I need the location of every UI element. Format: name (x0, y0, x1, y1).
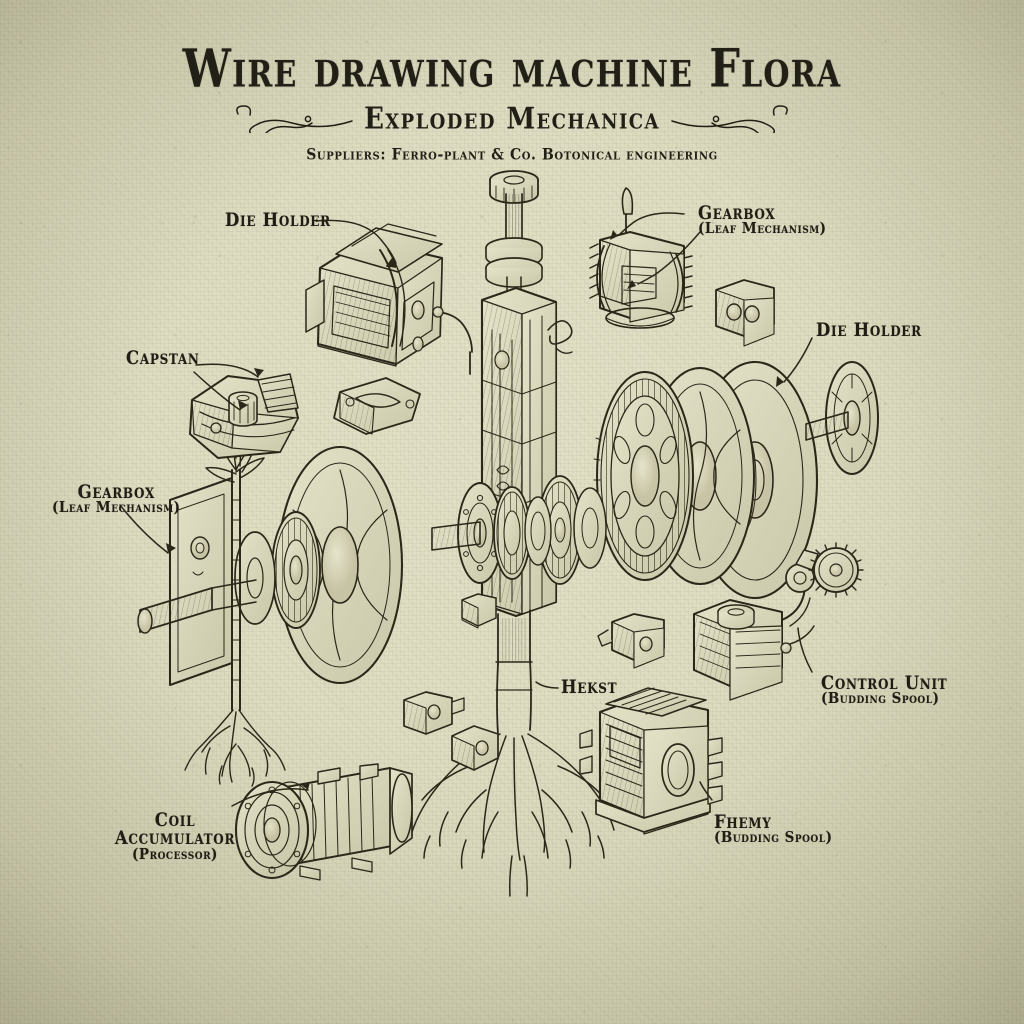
callout-label-line2: (Budding Spool) (714, 829, 833, 847)
callout-label-line1: Gearbox (698, 201, 776, 224)
center-gear-cluster (431, 475, 607, 585)
control-unit-part (693, 542, 864, 701)
callout-die-holder-top: Die Holder (225, 208, 331, 231)
wire-curl (547, 320, 573, 355)
tiny-bracket (461, 593, 497, 629)
callout-fhemy: Fhemy (Budding Spool) (714, 810, 833, 847)
left-roots (184, 709, 286, 787)
capstan-part (189, 373, 299, 459)
callout-die-holder-right: Die Holder (816, 318, 922, 341)
callout-label-line3: (Processor) (132, 845, 218, 864)
small-connector-block (597, 613, 665, 669)
callout-label-line1: Die Holder (816, 318, 922, 341)
die-holder-block-top (305, 223, 473, 375)
callout-label-line1: Coil (154, 808, 196, 831)
callout-hekst: Hekst (561, 675, 618, 698)
flourish-right-icon (671, 105, 788, 133)
callout-coil-accumulator: Coil Accumulator (Processor) (80, 808, 270, 864)
callout-label-line1: Fhemy (714, 810, 772, 833)
callout-label-line1: Capstan (126, 346, 200, 369)
callout-leaders (119, 212, 813, 807)
page-title: Wire drawing machine Flora (182, 39, 842, 101)
callout-gearbox-left: Gearbox (Leaf Mechanism) (52, 480, 181, 517)
gearbox-leaf-top (589, 187, 693, 329)
page-subtitle: Exploded Mechanica (364, 101, 660, 137)
fhemy-cage-part (579, 687, 723, 835)
title-block: Wire drawing machine Flora Exploded Mech… (0, 39, 1024, 164)
small-clamp-parts (403, 691, 499, 771)
callout-label-line1: Hekst (561, 675, 618, 698)
callout-label-line2: (Leaf Mechanism) (52, 499, 181, 517)
callout-control-unit: Control Unit (Budding Spool) (821, 671, 948, 708)
twin-hole-block (715, 279, 775, 347)
callout-label-line2: (Budding Spool) (821, 690, 940, 708)
callout-gearbox-top: Gearbox (Leaf Mechanism) (698, 201, 827, 238)
suppliers-line: Suppliers: Ferro-plant & Co. Botonical e… (306, 146, 718, 164)
subtitle-row: Exploded Mechanica (0, 101, 1024, 137)
callout-label-line2: Accumulator (114, 827, 236, 849)
callout-capstan: Capstan (126, 346, 200, 369)
callout-label-line1: Die Holder (225, 208, 331, 231)
callout-label-line1: Gearbox (77, 480, 155, 503)
left-wheel-assembly (137, 427, 404, 787)
callout-label-line2: (Leaf Mechanism) (698, 220, 827, 238)
coil-accumulator-part (234, 763, 413, 881)
flourish-left-icon (236, 105, 353, 133)
callout-label-line1: Control Unit (821, 671, 948, 694)
oval-flat-plate (333, 377, 421, 435)
flywheel-assembly (593, 360, 879, 600)
